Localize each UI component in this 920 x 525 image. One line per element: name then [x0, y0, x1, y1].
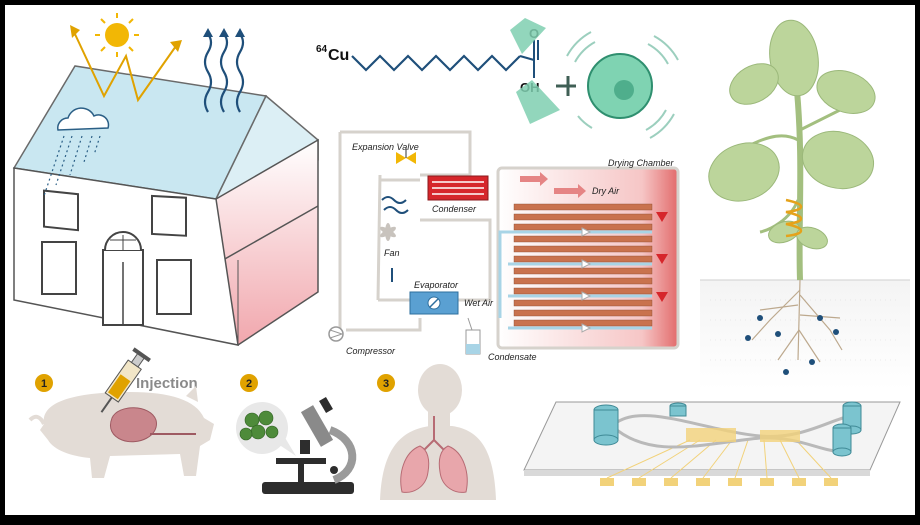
window [41, 241, 77, 295]
step-number: 2 [246, 378, 252, 390]
expansion-valve-icon [396, 152, 406, 164]
organ [109, 407, 157, 443]
rain-icon [43, 135, 101, 197]
sun-icon [95, 13, 139, 57]
membrane-fragment [510, 18, 546, 54]
compressor-icon [328, 326, 344, 342]
drying-racks [513, 203, 653, 327]
step-3-lungs: 3 [377, 364, 496, 500]
membrane-fragment [516, 80, 560, 124]
window [43, 189, 79, 232]
window [151, 194, 187, 237]
copper-label: Cu [328, 47, 349, 64]
expansion-valve-label: Expansion Valve [352, 142, 419, 152]
syringe-icon [100, 347, 151, 413]
condenser-label: Condenser [432, 204, 477, 214]
house-illustration [12, 13, 319, 346]
step-number: 1 [41, 378, 47, 390]
sun-ray-icon [73, 31, 177, 103]
microfluidic-chip-icon [523, 401, 901, 486]
step-1-injection: 1 Injection [28, 347, 214, 478]
heat-wave-icon [203, 28, 245, 113]
plant-icon [700, 19, 910, 390]
fan-icon [380, 223, 396, 241]
heat-pump-dryer: Expansion Valve Drying Chamber Condenser… [328, 130, 680, 362]
cell-icon [566, 31, 679, 139]
cloud-icon [57, 107, 110, 131]
microscope-icon [262, 396, 357, 494]
condensate-label: Condensate [488, 352, 537, 362]
dry-air-label: Dry Air [592, 186, 620, 196]
step-badge [377, 374, 395, 392]
lungs-icon [400, 416, 468, 493]
step-number: 3 [383, 378, 389, 390]
fan-label: Fan [384, 248, 400, 258]
step-badge [240, 374, 258, 392]
isotope-label: 64 [316, 44, 328, 55]
compressor-label: Compressor [346, 346, 396, 356]
window [156, 259, 192, 315]
molecule-illustration: 64 Cu O OH [316, 18, 679, 139]
drying-chamber-label: Drying Chamber [608, 158, 675, 168]
carbon-chain [351, 54, 521, 72]
evaporator-label: Evaporator [414, 280, 459, 290]
wet-air-label: Wet Air [464, 298, 494, 308]
injection-label: Injection [136, 375, 198, 392]
step-2-microscope: 2 [236, 374, 357, 494]
step-badge [35, 374, 53, 392]
receptor [556, 76, 576, 96]
